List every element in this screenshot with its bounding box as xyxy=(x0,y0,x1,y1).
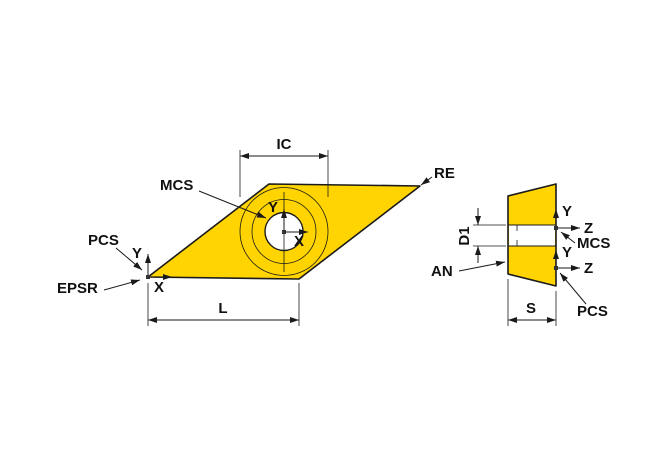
pcs-leader-line xyxy=(115,247,143,271)
tip-origin-dot xyxy=(146,275,150,279)
mcs-leader-line xyxy=(198,190,267,219)
side-view: D1 Y Z MCS Y Z PCS AN S xyxy=(431,183,610,326)
pcs-z-axis-label: Z xyxy=(584,260,593,277)
center-origin-dot xyxy=(282,230,286,234)
epsr-leader-line xyxy=(103,279,141,291)
pcs-y-axis-label: Y xyxy=(562,244,572,261)
re-leader-line xyxy=(420,176,433,186)
center-y-axis-label: Y xyxy=(268,199,278,216)
an-leader-line xyxy=(458,260,506,272)
epsr-label: EPSR xyxy=(57,280,98,297)
mcs-origin-dot xyxy=(554,226,558,230)
hole-band xyxy=(509,225,555,246)
mcs-label-side-view: MCS xyxy=(577,235,610,252)
tip-x-axis-label: X xyxy=(154,279,164,296)
tip-y-axis-label: Y xyxy=(132,245,142,262)
top-view: IC MCS RE Y X Y X PCS EPSR L xyxy=(57,136,455,326)
mcs-y-axis-label: Y xyxy=(562,203,572,220)
mcs-z-axis-label: Z xyxy=(584,220,593,237)
pcs-origin-dot xyxy=(554,266,558,270)
re-label: RE xyxy=(434,165,455,182)
mcs-side-leader-line xyxy=(560,231,576,244)
center-x-axis-label: X xyxy=(294,233,304,250)
l-dimension-label: L xyxy=(218,300,227,317)
mcs-label-top-view: MCS xyxy=(160,177,193,194)
pcs-side-leader-line xyxy=(559,272,587,305)
d1-dimension-label: D1 xyxy=(456,226,473,245)
pcs-label-side-view: PCS xyxy=(577,303,608,320)
inscribed-circle xyxy=(239,187,329,276)
ic-dimension-label: IC xyxy=(277,136,292,153)
an-label: AN xyxy=(431,263,453,280)
s-dimension-label: S xyxy=(526,300,536,317)
pcs-label-top-view: PCS xyxy=(88,232,119,249)
